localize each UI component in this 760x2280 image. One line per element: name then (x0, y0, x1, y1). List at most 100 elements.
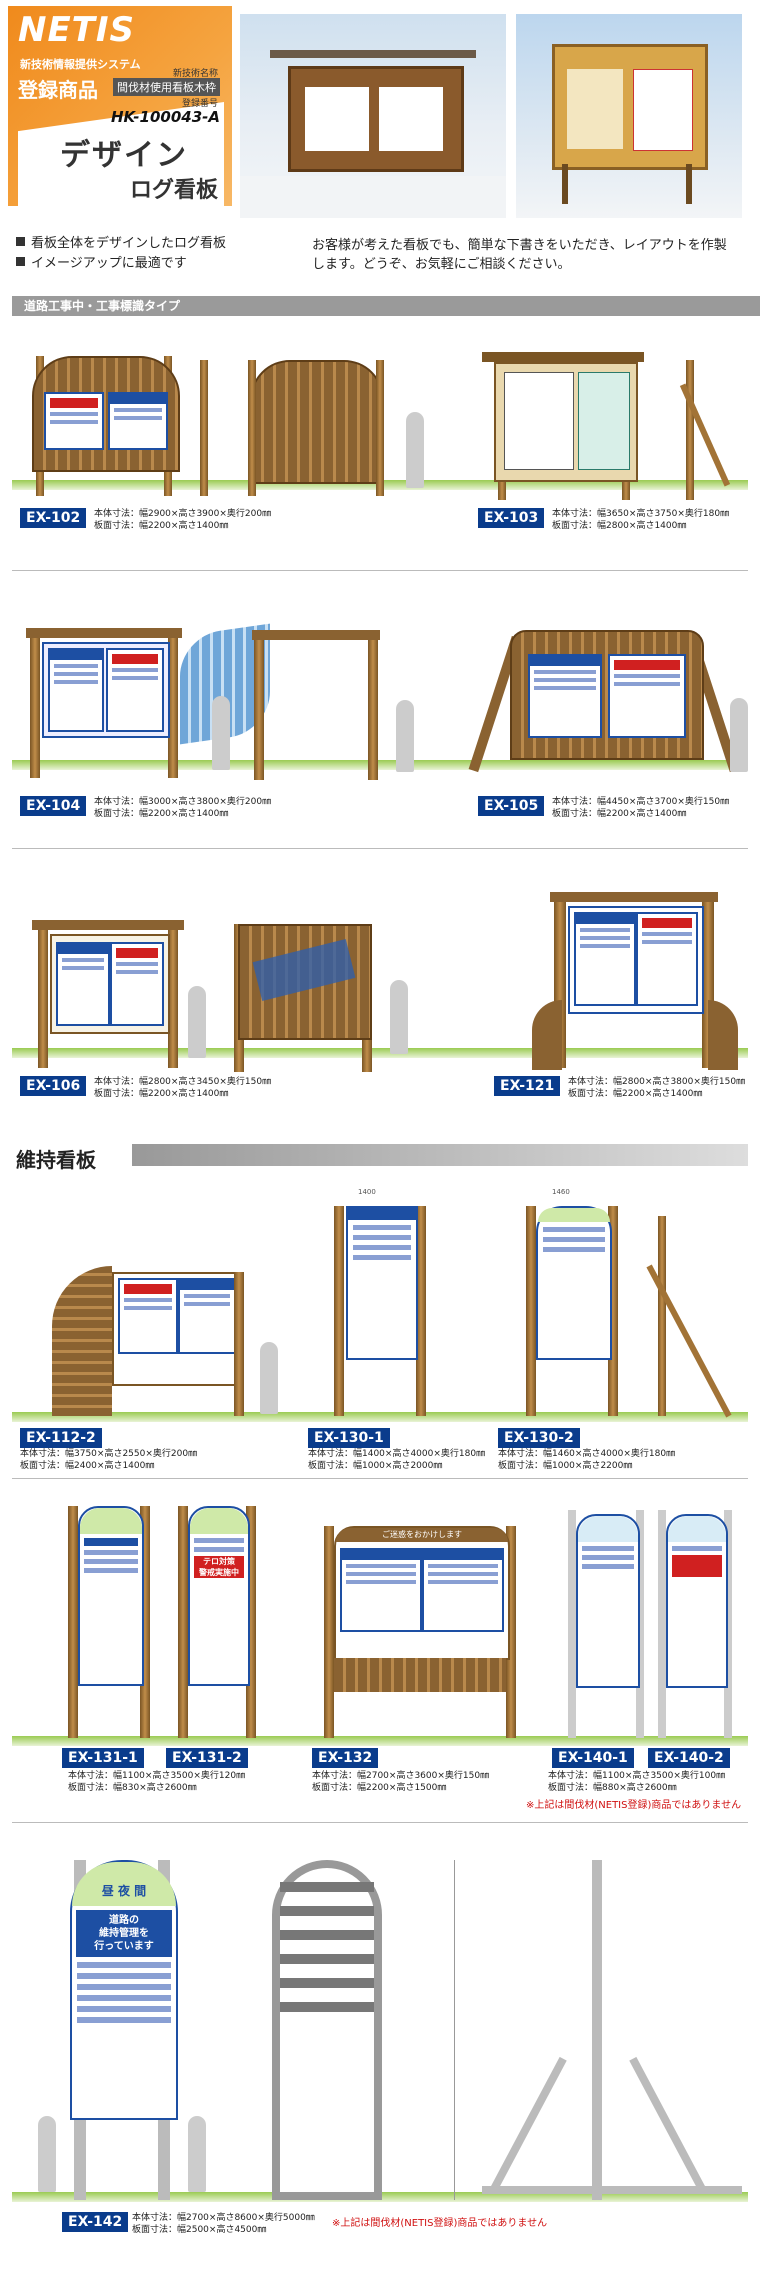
product-code-ex130-2: EX-130-2 (498, 1428, 580, 1448)
netis-logo: NETIS (18, 10, 136, 50)
note-not-thinning-1: ※上記は間伐材(NETIS登録)商品ではありません (526, 1800, 742, 1811)
product-code-ex112-2: EX-112-2 (20, 1428, 102, 1448)
ex105-board (510, 630, 704, 760)
intro-text-line-2: します。どうぞ、お気軽にご相談ください。 (312, 257, 571, 272)
ex106-spec-body: 本体寸法：幅2800×高さ3450×奥行150㎜ (94, 1077, 272, 1087)
ex104-spec-board: 板面寸法：幅2200×高さ1400㎜ (94, 809, 229, 819)
product-code-ex131-1: EX-131-1 (62, 1748, 144, 1768)
ex121-board (568, 906, 704, 1014)
ex131-spec-body: 本体寸法：幅1100×高さ3500×奥行120㎜ (68, 1771, 246, 1781)
ex104-spec-body: 本体寸法：幅3000×高さ3800×奥行200㎜ (94, 797, 272, 807)
product-code-ex102: EX-102 (20, 508, 87, 528)
ex106-board (50, 934, 170, 1034)
title-log-sign: ログ看板 (129, 178, 218, 203)
ex131-2-board: テロ対策 警戒実施中 (188, 1506, 250, 1686)
ex112-board (112, 1272, 242, 1386)
row-5: テロ対策 警戒実施中 ご迷惑をおかけします EX-131-1 EX-131-2 … (12, 1486, 748, 1820)
divider (12, 570, 748, 571)
maintenance-message: 道路の 維持管理を 行っています (76, 1910, 172, 1957)
ex142-spec-body: 本体寸法：幅2700×高さ8600×奥行5000㎜ (132, 2213, 315, 2223)
intro-text: お客様が考えた看板でも、簡単な下書きをいただき、レイアウトを作製 します。どうぞ… (312, 234, 752, 272)
photo-sign-winter-1 (240, 14, 506, 218)
product-code-ex140-1: EX-140-1 (552, 1748, 634, 1768)
thanks-label: ご迷惑をおかけします (336, 1528, 508, 1542)
ex105-spec-body: 本体寸法：幅4450×高さ3700×奥行150㎜ (552, 797, 730, 807)
intro-text-line-1: お客様が考えた看板でも、簡単な下書きをいただき、レイアウトを作製 (312, 238, 727, 253)
ex104-board (42, 642, 170, 738)
divider (12, 1822, 748, 1823)
terror-label-2: 警戒実施中 (199, 1568, 239, 1577)
ex130-2-board (536, 1206, 612, 1360)
terror-label: テロ対策 (203, 1557, 235, 1566)
row-6: 昼 夜 間 道路の 維持管理を 行っています EX-142 本体寸法：幅2700… (12, 1840, 748, 2270)
ex132-board: ご迷惑をおかけします (334, 1526, 510, 1660)
section-maintenance-title: 維持看板 (16, 1148, 96, 1172)
reg-number: HK-100043-A (110, 108, 220, 126)
ex106-spec-board: 板面寸法：幅2200×高さ1400㎜ (94, 1089, 229, 1099)
maint-line-2: 維持管理を (99, 1928, 149, 1939)
ex142-back-frame (272, 1860, 382, 2200)
product-code-ex140-2: EX-140-2 (648, 1748, 730, 1768)
section-road-work-band: 道路工事中・工事標識タイプ (12, 296, 760, 316)
ex131-spec-board: 板面寸法：幅830×高さ2600㎜ (68, 1783, 197, 1793)
product-code-ex130-1: EX-130-1 (308, 1428, 390, 1448)
photo-board-2 (552, 44, 708, 170)
ex121-spec-body: 本体寸法：幅2800×高さ3800×奥行150㎜ (568, 1077, 746, 1087)
ex121-spec-board: 板面寸法：幅2200×高さ1400㎜ (568, 1089, 703, 1099)
ex106-board-back (238, 924, 372, 1040)
note-not-thinning-2: ※上記は間伐材(NETIS登録)商品ではありません (332, 2218, 548, 2229)
ex140-1-board (576, 1514, 640, 1688)
ex140-spec-body: 本体寸法：幅1100×高さ3500×奥行100㎜ (548, 1771, 726, 1781)
product-code-ex104: EX-104 (20, 796, 87, 816)
photo-board-1 (288, 66, 464, 172)
ex142-spec-board: 板面寸法：幅2500×高さ4500㎜ (132, 2225, 267, 2235)
title-design: デザイン (60, 138, 188, 173)
ex140-spec-board: 板面寸法：幅880×高さ2600㎜ (548, 1783, 677, 1793)
person-silhouette (406, 412, 424, 488)
product-code-ex105: EX-105 (478, 796, 545, 816)
product-code-ex131-2: EX-131-2 (166, 1748, 248, 1768)
ex103-spec-body: 本体寸法：幅3650×高さ3750×奥行180㎜ (552, 509, 730, 519)
ex140-2-board (666, 1514, 728, 1688)
ex131-1-board (78, 1506, 144, 1686)
tech-name: 間伐材使用看板木枠 (113, 78, 220, 96)
ex103-board (494, 362, 638, 482)
intro-bullet-2: イメージアップに最適です (16, 252, 187, 271)
section-maintenance-bar (132, 1144, 748, 1166)
maint-line-1: 道路の (109, 1915, 139, 1926)
ex130-1-spec-body: 本体寸法：幅1400×高さ4000×奥行180㎜ (308, 1449, 486, 1459)
product-code-ex103: EX-103 (478, 508, 545, 528)
ex132-spec-board: 板面寸法：幅2200×高さ1500㎜ (312, 1783, 447, 1793)
ex130-2-spec-board: 板面寸法：幅1000×高さ2200㎜ (498, 1461, 633, 1471)
registered-label: 登録商品 (18, 78, 98, 102)
photo-sign-winter-2 (516, 14, 742, 218)
ex130-1-board (346, 1206, 418, 1360)
divider (12, 848, 748, 849)
tech-name-label: 新技術名称 (172, 69, 218, 79)
ex112-arch (52, 1266, 112, 1416)
ex102-spec-board: 板面寸法：幅2200×高さ1400㎜ (94, 521, 229, 531)
ex102-spec-body: 本体寸法：幅2900×高さ3900×奥行200㎜ (94, 509, 272, 519)
ex130-2-spec-body: 本体寸法：幅1460×高さ4000×奥行180㎜ (498, 1449, 676, 1459)
ex112-2-spec-body: 本体寸法：幅3750×高さ2550×奥行200㎜ (20, 1449, 198, 1459)
product-code-ex121: EX-121 (494, 1076, 561, 1096)
ex112-2-spec-board: 板面寸法：幅2400×高さ1400㎜ (20, 1461, 155, 1471)
divider (12, 1478, 748, 1479)
ex105-spec-board: 板面寸法：幅2200×高さ1400㎜ (552, 809, 687, 819)
product-code-ex132: EX-132 (312, 1748, 379, 1768)
intro-bullet-1: 看板全体をデザインしたログ看板 (16, 232, 226, 251)
row-4: 1400 1460 EX-112-2 本体寸法：幅3750×高さ2550×奥行2… (12, 1176, 748, 1476)
maint-line-3: 行っています (94, 1941, 154, 1952)
